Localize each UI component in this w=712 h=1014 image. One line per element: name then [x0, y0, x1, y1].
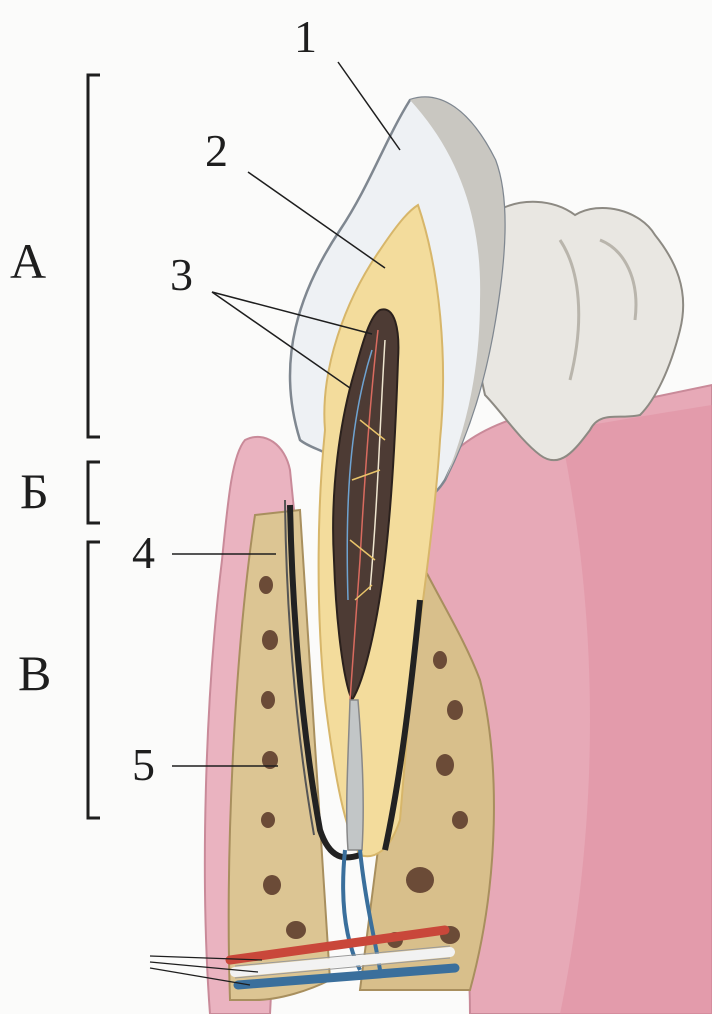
label-5-root: 5 — [132, 742, 155, 788]
label-3-pulp: 3 — [170, 252, 193, 298]
label-2-dentin: 2 — [205, 128, 228, 174]
bracket-crown — [88, 75, 100, 437]
section-label-crown: А — [10, 236, 46, 286]
label-1-enamel: 1 — [294, 14, 317, 60]
bracket-root — [88, 542, 100, 818]
bracket-neck — [88, 462, 100, 523]
section-label-root: В — [18, 648, 51, 698]
section-label-neck: Б — [20, 466, 49, 516]
leader-line-1 — [338, 62, 400, 150]
label-4-cement: 4 — [132, 530, 155, 576]
